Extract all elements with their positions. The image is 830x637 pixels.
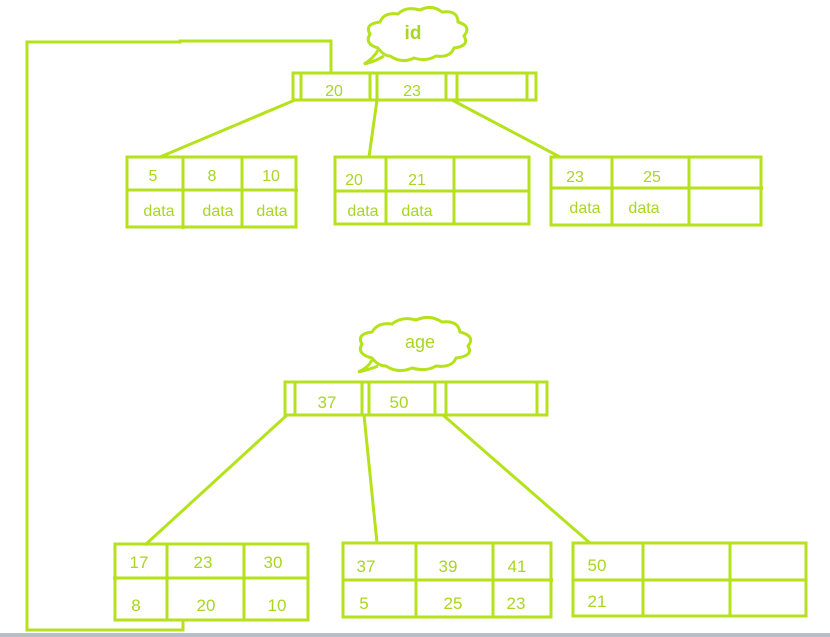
age-index-label: age bbox=[405, 332, 435, 352]
leaf-value: 8 bbox=[131, 596, 140, 615]
leaf-key: 41 bbox=[508, 557, 527, 576]
leaf-value: data bbox=[347, 203, 378, 220]
edge-line bbox=[451, 98, 561, 159]
root-key: 37 bbox=[318, 393, 337, 412]
leaf-value: data bbox=[628, 200, 659, 217]
leaf-value: 21 bbox=[588, 592, 607, 611]
id-leaf-node: 23 25 data data bbox=[549, 155, 763, 227]
id-root-node: 20 23 bbox=[291, 71, 538, 102]
leaf-key: 37 bbox=[357, 557, 376, 576]
leaf-value: 25 bbox=[444, 594, 463, 613]
age-leaf-node: 17 23 30 8 20 10 bbox=[113, 542, 310, 622]
root-key: 20 bbox=[325, 83, 343, 100]
edge-line bbox=[362, 414, 379, 544]
age-root-node: 37 50 bbox=[283, 380, 549, 417]
leaf-key: 50 bbox=[588, 556, 607, 575]
window-bottom-edge bbox=[0, 633, 830, 637]
leaf-key: 23 bbox=[566, 169, 584, 186]
leaf-value: 10 bbox=[268, 596, 287, 615]
root-key: 23 bbox=[403, 83, 421, 100]
leaf-value: 20 bbox=[197, 596, 216, 615]
leaf-value: data bbox=[202, 203, 233, 220]
leaf-key: 17 bbox=[130, 553, 149, 572]
leaf-key: 20 bbox=[345, 172, 363, 189]
edge-line bbox=[442, 413, 591, 545]
age-leaf-node: 37 39 41 5 25 23 bbox=[341, 541, 553, 619]
leaf-value: data bbox=[569, 200, 600, 217]
leaf-key: 39 bbox=[439, 557, 458, 576]
age-index-cloud: age bbox=[357, 315, 473, 374]
id-index-cloud: id bbox=[363, 5, 469, 66]
lookup-back-arrow-line bbox=[25, 39, 333, 632]
edge-line bbox=[367, 99, 379, 158]
id-leaf-node: 5 8 10 data data data bbox=[125, 155, 298, 229]
edge-line bbox=[159, 98, 296, 159]
leaf-value: data bbox=[401, 203, 432, 220]
leaf-key: 5 bbox=[149, 168, 158, 185]
leaf-key: 30 bbox=[264, 553, 283, 572]
leaf-value: data bbox=[143, 203, 174, 220]
root-key: 50 bbox=[390, 393, 409, 412]
leaf-value: 5 bbox=[359, 594, 368, 613]
id-index-label: id bbox=[405, 23, 422, 44]
leaf-key: 10 bbox=[262, 168, 280, 185]
leaf-value: data bbox=[256, 203, 287, 220]
leaf-key: 23 bbox=[194, 553, 213, 572]
leaf-key: 25 bbox=[643, 169, 661, 186]
age-leaf-node: 50 21 bbox=[571, 541, 808, 618]
leaf-key: 8 bbox=[208, 168, 217, 185]
id-leaf-node: 20 21 data data bbox=[333, 155, 531, 226]
leaf-value: 23 bbox=[507, 594, 526, 613]
leaf-key: 21 bbox=[408, 172, 426, 189]
edge-line bbox=[143, 413, 289, 547]
